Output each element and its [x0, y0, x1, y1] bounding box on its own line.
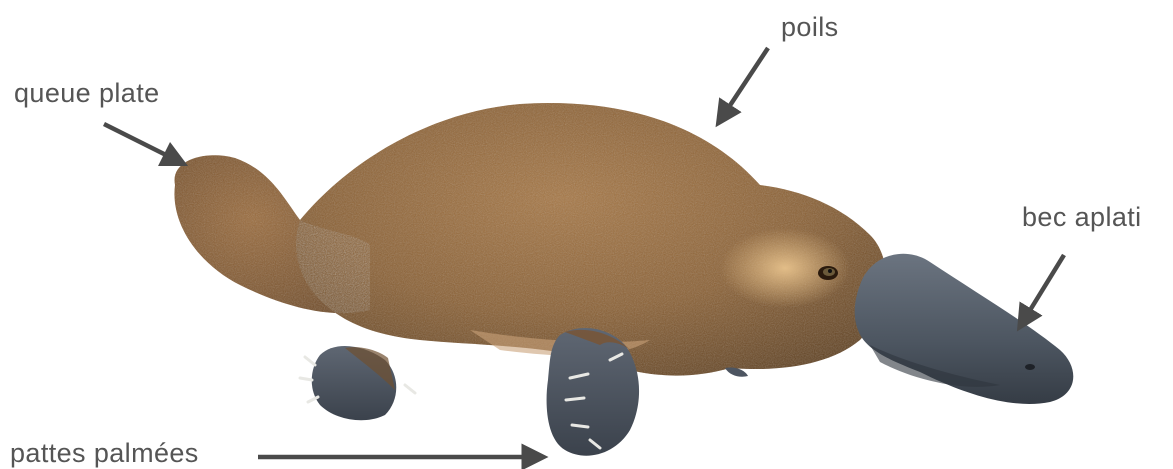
arrow-poils [723, 48, 768, 116]
platypus-illustration [174, 103, 1073, 456]
nostril [1025, 364, 1035, 370]
label-queue-plate: queue plate [14, 80, 160, 107]
label-poils: poils [781, 14, 839, 41]
front-webbed-foot [547, 328, 640, 456]
label-bec-aplati: bec aplati [1022, 204, 1142, 231]
label-pattes-palmees: pattes palmées [10, 440, 199, 467]
arrow-queue-plate [104, 124, 176, 160]
arrow-bec-aplati [1024, 255, 1064, 320]
back-webbed-foot [300, 346, 415, 420]
